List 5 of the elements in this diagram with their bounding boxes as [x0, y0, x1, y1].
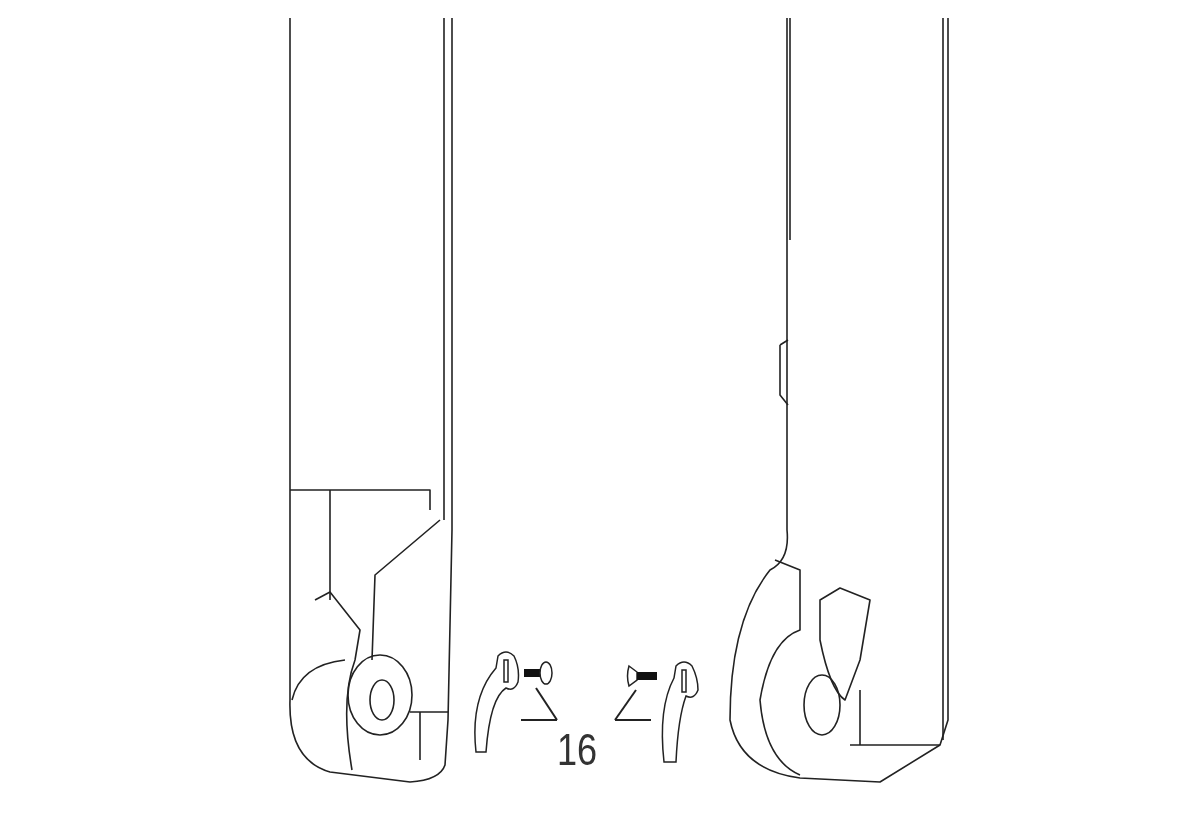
callout-number: 16	[557, 728, 598, 772]
leader-line	[535, 687, 558, 721]
leader-line	[614, 719, 652, 721]
leader-line	[520, 719, 558, 721]
leader-line	[614, 689, 637, 721]
